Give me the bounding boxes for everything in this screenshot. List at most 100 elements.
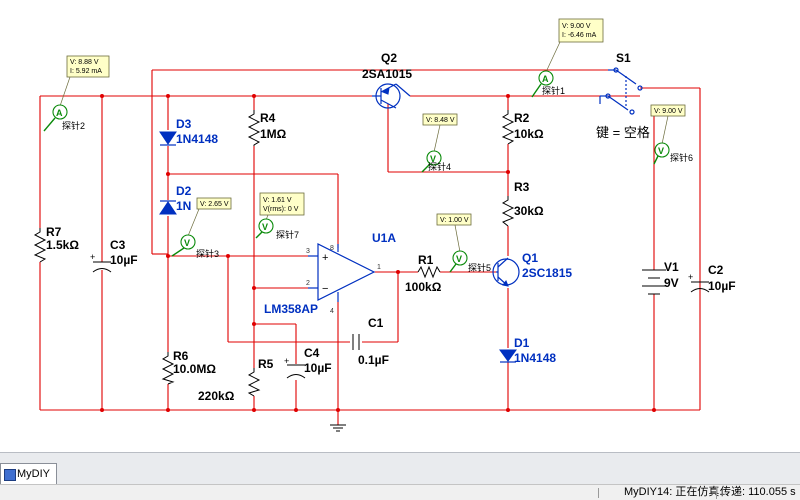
diode-d3[interactable]: D3 1N4148 xyxy=(159,117,218,146)
probe-5-voltage: V: 1.00 V xyxy=(440,217,469,224)
c4-ref: C4 xyxy=(304,346,320,360)
q2-ref: Q2 xyxy=(381,51,397,65)
r4-value: 1MΩ xyxy=(260,127,287,141)
d1-value: 1N4148 xyxy=(514,351,556,365)
c3-value: 10µF xyxy=(110,253,138,267)
probe-4-voltage: V: 8.48 V xyxy=(426,117,455,124)
ground-symbol xyxy=(330,424,346,432)
resistor-r6[interactable]: R6 10.0MΩ xyxy=(161,349,216,385)
svg-text:+: + xyxy=(688,272,693,282)
probe-1-label: 探针1 xyxy=(542,85,565,96)
junction-dots xyxy=(100,94,656,412)
svg-text:−: − xyxy=(322,283,328,295)
probe-6-voltage: V: 9.00 V xyxy=(654,108,683,115)
r7-value: 1.5kΩ xyxy=(46,238,79,252)
probe-3[interactable]: V: 2.65 V V 探针3 xyxy=(171,197,232,259)
c2-value: 10µF xyxy=(708,279,736,293)
probe-2-voltage: V: 8.88 V xyxy=(70,59,99,66)
opamp-pin-1: 1 xyxy=(377,264,381,271)
transistor-q1[interactable]: Q1 2SC1815 xyxy=(492,251,572,287)
q2-value: 2SA1015 xyxy=(362,67,412,81)
capacitor-c3[interactable]: + C3 10µF xyxy=(90,238,138,273)
probe-4[interactable]: V: 8.48 V V 探针4 xyxy=(421,113,458,173)
r5-value: 220kΩ xyxy=(198,389,235,403)
resistor-r4[interactable]: R4 1MΩ xyxy=(247,110,287,146)
resistor-r1[interactable]: R1 100kΩ xyxy=(405,253,442,294)
probe-2[interactable]: V: 8.88 V I: 5.92 mA A 探针2 xyxy=(43,55,110,132)
d2-value: 1N xyxy=(176,199,191,213)
r7-ref: R7 xyxy=(46,225,62,239)
d3-value: 1N4148 xyxy=(176,132,218,146)
u1a-value: LM358AP xyxy=(264,302,318,316)
r1-value: 100kΩ xyxy=(405,280,442,294)
schematic-diagram[interactable]: Q2 2SA1015 S1 键 = 空格 D3 1N4148 D2 1N R4 … xyxy=(0,0,800,452)
probe-7[interactable]: V: 1.61 V V(rms): 0 V V 探针7 xyxy=(255,192,305,240)
probe-7-voltmeter-icon: V xyxy=(262,222,268,232)
probe-1-current: I: -6.46 mA xyxy=(562,32,597,39)
transistor-q2[interactable]: Q2 2SA1015 xyxy=(362,51,412,109)
opamp-pin-8: 8 xyxy=(330,245,334,252)
c4-value: 10µF xyxy=(304,361,332,375)
svg-text:+: + xyxy=(284,356,289,366)
probe-7-vrms: V(rms): 0 V xyxy=(263,206,299,213)
opamp-pin-3: 3 xyxy=(306,248,310,255)
resistor-r2[interactable]: R2 10kΩ xyxy=(501,110,544,145)
battery-v1[interactable]: V1 9V xyxy=(642,260,679,295)
r2-ref: R2 xyxy=(514,111,530,125)
capacitor-c4[interactable]: + C4 10µF xyxy=(284,346,332,379)
svg-text:+: + xyxy=(322,252,328,264)
q1-ref: Q1 xyxy=(522,251,538,265)
capacitor-c2[interactable]: + C2 10µF xyxy=(688,263,736,293)
r2-value: 10kΩ xyxy=(514,127,544,141)
probe-5-voltmeter-icon: V xyxy=(456,254,462,264)
diode-d2[interactable]: D2 1N xyxy=(159,184,192,215)
c3-ref: C3 xyxy=(110,238,126,252)
probe-5[interactable]: V: 1.00 V V 探针5 xyxy=(436,213,491,273)
probe-6[interactable]: V: 9.00 V V 探针6 xyxy=(650,104,693,165)
simulation-status: MyDIY14: 正在仿真... xyxy=(624,486,729,498)
status-divider xyxy=(598,488,599,498)
probe-6-voltmeter-icon: V xyxy=(658,146,664,156)
r4-ref: R4 xyxy=(260,111,276,125)
r6-value: 10.0MΩ xyxy=(173,362,216,376)
resistor-r3[interactable]: R3 30kΩ xyxy=(501,180,544,227)
probe-7-voltage: V: 1.61 V xyxy=(263,197,292,204)
probe-1-ammeter-icon: A xyxy=(542,74,549,84)
schematic-canvas[interactable]: Q2 2SA1015 S1 键 = 空格 D3 1N4148 D2 1N R4 … xyxy=(0,0,800,452)
probe-4-label: 探针4 xyxy=(428,161,451,172)
r3-value: 30kΩ xyxy=(514,204,544,218)
transfer-time: 传递: 110.055 s xyxy=(720,486,796,498)
resistor-r5[interactable]: R5 220kΩ xyxy=(198,357,274,403)
tab-mydiy[interactable]: MyDIY xyxy=(0,463,57,484)
u1a-ref: U1A xyxy=(372,231,396,245)
probe-2-label: 探针2 xyxy=(62,120,85,131)
probe-6-label: 探针6 xyxy=(670,152,693,163)
probe-2-ammeter-icon: A xyxy=(56,108,63,118)
c2-ref: C2 xyxy=(708,263,724,277)
c1-value: 0.1µF xyxy=(358,353,389,367)
d1-ref: D1 xyxy=(514,336,530,350)
r5-ref: R5 xyxy=(258,357,274,371)
probe-1-voltage: V: 9.00 V xyxy=(562,23,591,30)
r1-ref: R1 xyxy=(418,253,434,267)
v1-ref: V1 xyxy=(664,260,679,274)
r3-ref: R3 xyxy=(514,180,530,194)
s1-key-label: 键 = 空格 xyxy=(596,125,650,140)
c1-ref: C1 xyxy=(368,316,384,330)
capacitor-c1[interactable]: C1 0.1µF xyxy=(352,316,389,367)
probe-1[interactable]: V: 9.00 V I: -6.46 mA A 探针1 xyxy=(531,18,604,98)
d2-ref: D2 xyxy=(176,184,192,198)
resistor-r7[interactable]: R7 1.5kΩ xyxy=(33,225,79,263)
v1-value: 9V xyxy=(664,276,679,290)
probe-7-label: 探针7 xyxy=(276,229,299,240)
r6-ref: R6 xyxy=(173,349,189,363)
switch-s1[interactable]: S1 键 = 空格 xyxy=(596,51,650,140)
probe-3-label: 探针3 xyxy=(196,248,219,259)
s1-ref: S1 xyxy=(616,51,631,65)
d3-ref: D3 xyxy=(176,117,192,131)
opamp-pin-2: 2 xyxy=(306,280,310,287)
schematic-icon xyxy=(4,469,16,481)
status-divider-2 xyxy=(716,487,717,499)
diode-d1[interactable]: D1 1N4148 xyxy=(499,336,556,365)
opamp-u1a[interactable]: + − 8 3 2 1 4 U1A LM358AP xyxy=(264,231,396,316)
